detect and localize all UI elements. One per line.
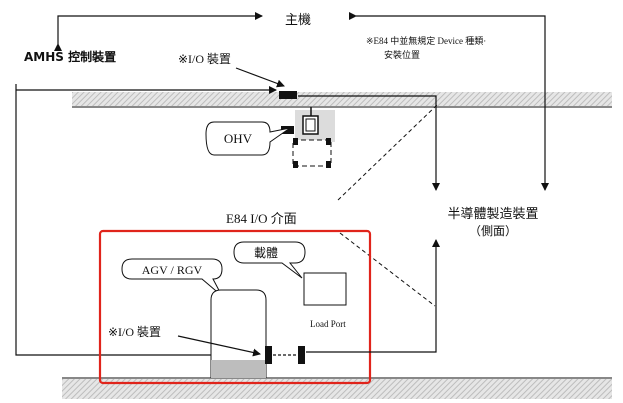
io-bottom-pointer bbox=[177, 335, 261, 357]
io-top-pointer bbox=[235, 67, 285, 88]
host-amhs-link bbox=[54, 12, 263, 51]
equipment-label-2: （側面） bbox=[469, 224, 517, 238]
ohv-wheel bbox=[293, 138, 298, 145]
agv-base bbox=[211, 360, 266, 378]
note-line-2: 安裝位置 bbox=[384, 49, 420, 60]
interface-dash-lower bbox=[339, 232, 436, 307]
host-label: 主機 bbox=[285, 13, 311, 28]
ohv-wheel bbox=[326, 161, 331, 168]
io-device-top-label: ※I/O 裝置 bbox=[178, 52, 231, 66]
ohv-wheel bbox=[326, 138, 331, 145]
agv-io-box bbox=[265, 346, 272, 364]
amhs-agv-link bbox=[15, 84, 255, 356]
note-line-1: ※E84 中並無規定 Device 種類· bbox=[366, 35, 486, 46]
ohv-io-box bbox=[279, 91, 297, 99]
load-port-label: Load Port bbox=[310, 319, 346, 329]
ohv-callout bbox=[205, 121, 291, 156]
ohv-label: OHV bbox=[224, 131, 253, 146]
agv-body bbox=[210, 289, 267, 378]
ceiling-rail bbox=[72, 92, 612, 106]
equipment-io-box bbox=[298, 346, 305, 364]
equipment-label-1: 半導體製造裝置 bbox=[447, 207, 538, 222]
carrier-label: 載體 bbox=[254, 246, 278, 260]
ohv-equipment-link bbox=[298, 95, 440, 191]
agv-highlight-frame bbox=[98, 229, 372, 385]
carrier-callout bbox=[233, 241, 306, 279]
e84-interface-label: E84 I/O 介面 bbox=[226, 211, 297, 226]
carrier-box bbox=[303, 272, 347, 306]
host-equipment-link bbox=[349, 12, 549, 191]
ohv-wheel bbox=[293, 161, 298, 168]
io-device-bottom-label: ※I/O 裝置 bbox=[108, 325, 161, 339]
interface-dash-upper bbox=[337, 103, 439, 201]
ohv-carrier-base bbox=[292, 139, 332, 167]
agv-rgv-label: AGV / RGV bbox=[142, 263, 203, 277]
agv-equipment-link bbox=[306, 239, 440, 353]
ohv-gripper-inner bbox=[305, 118, 316, 132]
amhs-label: AMHS 控制裝置 bbox=[24, 49, 116, 64]
